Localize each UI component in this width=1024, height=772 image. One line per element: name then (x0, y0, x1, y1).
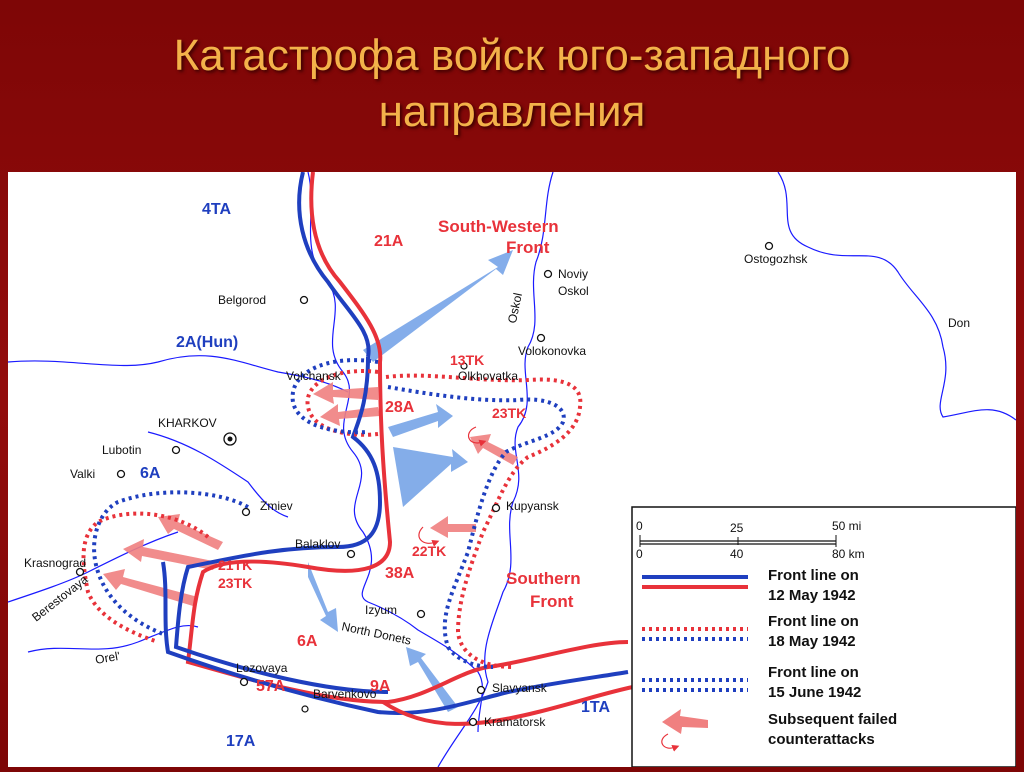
city-slavyansk: Slavyansk (492, 681, 548, 695)
counterattack-glyphs (418, 426, 487, 547)
scale-25: 25 (730, 521, 744, 535)
legend-15june-1: Front line on (768, 664, 859, 681)
legend-18may-1: Front line on (768, 613, 859, 630)
river-udy (147, 431, 289, 518)
front-15-june (92, 358, 566, 669)
ca-volchansk-1 (313, 382, 378, 404)
scale-80-km: 80 km (832, 547, 865, 561)
river-label-donets: North Donets (340, 619, 412, 647)
scale-bar: 0 25 50 mi 0 40 80 km (636, 519, 865, 561)
river-berestovaya (7, 531, 179, 603)
river-label-oskol: Oskol (505, 292, 525, 325)
army-2a-hun: 2A(Hun) (176, 334, 238, 351)
title-line-1: Катастрофа войск юго-западного (173, 31, 851, 80)
army-9a: 9A (370, 678, 391, 695)
army-6a-north: 6A (140, 465, 161, 482)
rivers (7, 171, 1017, 768)
river-tributary-north (7, 355, 349, 393)
legend-15june-2: 15 June 1942 (768, 684, 861, 701)
city-belgorod: Belgorod (218, 293, 266, 307)
city-valki: Valki (70, 467, 95, 481)
city-noviy-oskol-2: Oskol (558, 284, 589, 298)
city-volokonovka: Volokonovka (518, 344, 586, 358)
scale-50-mi: 50 mi (832, 519, 861, 533)
front-s-line1: Southern (506, 569, 581, 588)
army-4ta: 4TA (202, 201, 231, 218)
ca-21tk-2 (123, 539, 218, 570)
river-don (777, 171, 1017, 421)
ca-22tk (430, 516, 476, 538)
city-ostogozhsk: Ostogozhsk (744, 252, 808, 266)
front-s-line2: Front (530, 592, 574, 611)
river-oskol (437, 171, 554, 768)
counterattack-arrows (103, 382, 518, 606)
army-21tk: 21TK (218, 557, 252, 573)
city-izyum: Izyum (365, 603, 397, 617)
legend-18may-2: 18 May 1942 (768, 633, 856, 650)
scale-0-km: 0 (636, 547, 643, 561)
ca-krasnograd (103, 569, 198, 606)
city-lubotin: Lubotin (102, 443, 141, 457)
army-23tk-north: 23TK (492, 405, 526, 421)
front-18-may (81, 369, 583, 669)
army-6a-south: 6A (297, 633, 318, 650)
city-kramatorsk: Kramatorsk (484, 715, 546, 729)
legend-12may-1: Front line on (768, 567, 859, 584)
axis-attack-arrows (308, 250, 513, 712)
army-17a: 17A (226, 733, 256, 750)
cities: Belgorod Noviy Oskol Volokonovka Ostogoz… (24, 241, 808, 729)
slide-title: Катастрофа войск юго-западного направлен… (0, 28, 1024, 140)
river-label-orel: Orel' (94, 649, 121, 667)
army-1ta: 1TA (581, 699, 610, 716)
arrow-28a-2 (393, 447, 468, 507)
army-21a: 21A (374, 233, 404, 250)
front-12-may (161, 171, 634, 726)
legend: 0 25 50 mi 0 40 80 km Front line on 12 M… (631, 506, 1017, 768)
arrow-northeast (363, 250, 513, 362)
arrow-izyum (308, 562, 338, 632)
ca-volchansk-2 (320, 404, 380, 426)
city-barvenkovo: Barvenkovo (313, 687, 377, 701)
scale-0-mi: 0 (636, 519, 643, 533)
front-names: South-Western Front Southern Front (438, 217, 581, 611)
army-38a: 38A (385, 565, 415, 582)
city-noviy-oskol-1: Noviy (558, 267, 588, 281)
title-line-2: направления (378, 87, 646, 136)
river-label-don: Don (948, 316, 970, 330)
army-labels: 4TA 21A 2A(Hun) 28A 13TK 23TK 6A 21TK 23… (140, 201, 610, 750)
arrow-slavyansk (406, 647, 458, 712)
battle-map: Belgorod Noviy Oskol Volokonovka Ostogoz… (7, 171, 1017, 768)
army-22tk: 22TK (412, 543, 446, 559)
army-13tk: 13TK (450, 352, 484, 368)
legend-counter-2: counterattacks (768, 731, 875, 748)
city-kupyansk: Kupyansk (506, 499, 560, 513)
ca-21tk-1 (158, 514, 223, 550)
river-orel (27, 624, 199, 653)
legend-counter-1: Subsequent failed (768, 711, 897, 728)
front-sw-line1: South-Western (438, 217, 559, 236)
city-lozovaya: Lozovaya (236, 661, 288, 675)
scale-40: 40 (730, 547, 744, 561)
city-krasnograd: Krasnograd (24, 556, 86, 570)
army-28a: 28A (385, 399, 415, 416)
army-57a: 57A (256, 678, 286, 695)
city-olkhovatka: Olkhovatka (458, 369, 518, 383)
ca-23tk (470, 434, 518, 465)
city-balaklov: Balaklov (295, 537, 340, 551)
front-sw-line2: Front (506, 238, 550, 257)
arrow-28a-1 (388, 404, 453, 437)
river-label-berestovaya: Berestovaya (29, 572, 90, 624)
city-zmiev: Zmiev (260, 499, 293, 513)
army-23tk-south: 23TK (218, 575, 252, 591)
map-svg: Belgorod Noviy Oskol Volokonovka Ostogoz… (7, 171, 1017, 768)
city-kharkov: KHARKOV (158, 416, 217, 430)
city-volchansk: Volchansk (286, 369, 342, 383)
legend-12may-2: 12 May 1942 (768, 587, 856, 604)
